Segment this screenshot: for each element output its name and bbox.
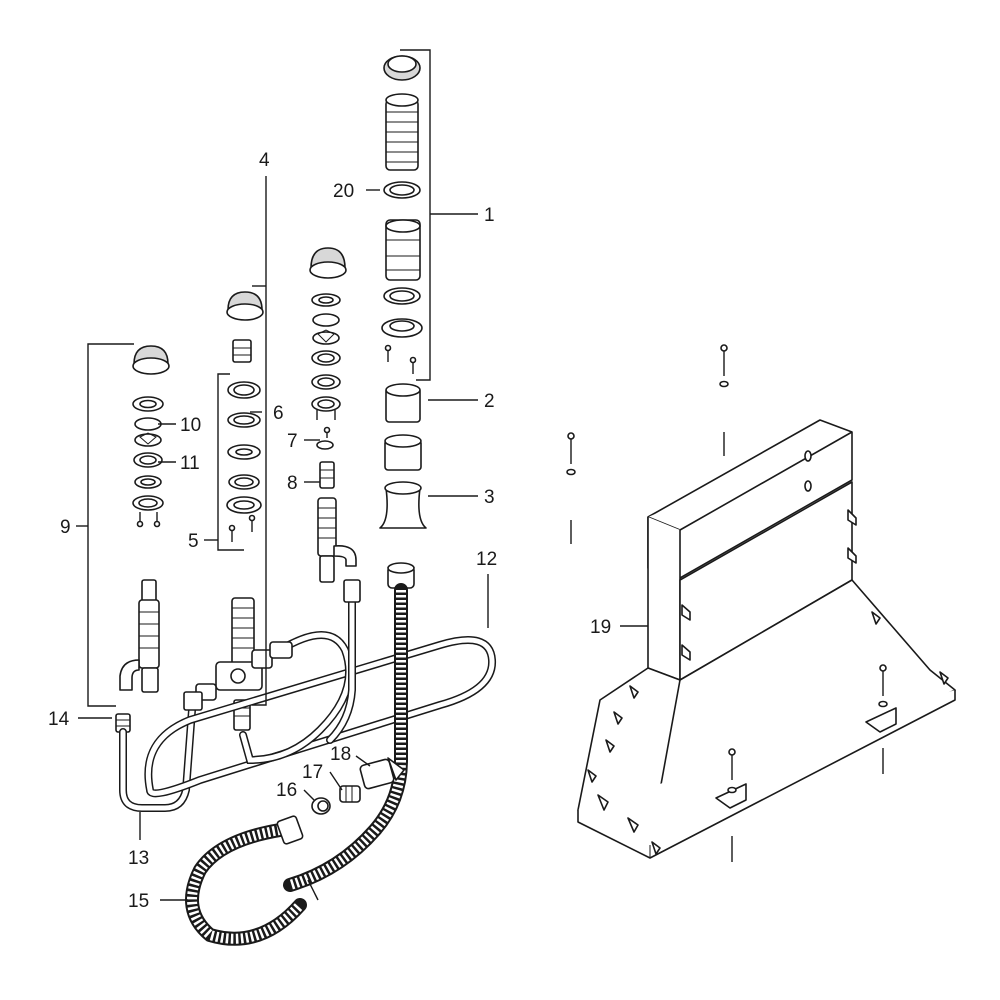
valve-body-left	[119, 579, 160, 693]
callout-13: 13	[128, 848, 149, 869]
callout-20: 20	[333, 181, 354, 202]
callout-11: 11	[180, 453, 200, 474]
callout-6: 6	[273, 403, 284, 424]
callout-19: 19	[590, 617, 611, 638]
left-seal-stack	[132, 396, 164, 528]
third-seal-stack	[311, 293, 341, 420]
mounting-bolts	[566, 344, 888, 862]
part-12-hose-loop	[144, 579, 497, 798]
callout-8: 8	[287, 473, 298, 494]
callout-1: 1	[484, 205, 495, 226]
part-3-sleeve	[379, 434, 427, 529]
part-1-spout-stack	[381, 55, 423, 374]
part-19-mounting-frame	[577, 419, 956, 859]
callout-17: 17	[302, 762, 323, 783]
callout-15: 15	[128, 891, 149, 912]
part-13-hose	[119, 691, 203, 812]
callout-5: 5	[188, 531, 199, 552]
handle-cap-left	[132, 345, 170, 375]
callout-12: 12	[476, 549, 497, 570]
callout-10: 10	[180, 415, 201, 436]
callout-9: 9	[60, 517, 71, 538]
callout-7: 7	[287, 431, 298, 452]
callout-2: 2	[484, 391, 495, 412]
valve-body-middle	[195, 597, 273, 731]
part-16-nut	[311, 797, 331, 815]
part-8-cartridge	[317, 461, 357, 583]
part-6-seal-stack	[226, 381, 262, 542]
part-18-coupling	[359, 757, 405, 790]
handle-cap-middle	[226, 291, 264, 363]
callout-3: 3	[484, 487, 495, 508]
callout-4: 4	[259, 150, 270, 171]
part-15-corrugated-hose	[185, 562, 415, 946]
callout-14: 14	[48, 709, 70, 730]
part-17-connector	[339, 785, 361, 803]
leader-lines	[76, 49, 648, 901]
handle-cap-third	[309, 247, 347, 279]
callout-18: 18	[330, 744, 351, 765]
part-2-sleeve	[385, 383, 421, 423]
callout-labels: 1 2 3 4 5 6 7 8 9 10 11 12 13 14 15 16 1…	[48, 150, 611, 912]
part-7-screw	[316, 426, 334, 450]
callout-16: 16	[276, 780, 297, 801]
